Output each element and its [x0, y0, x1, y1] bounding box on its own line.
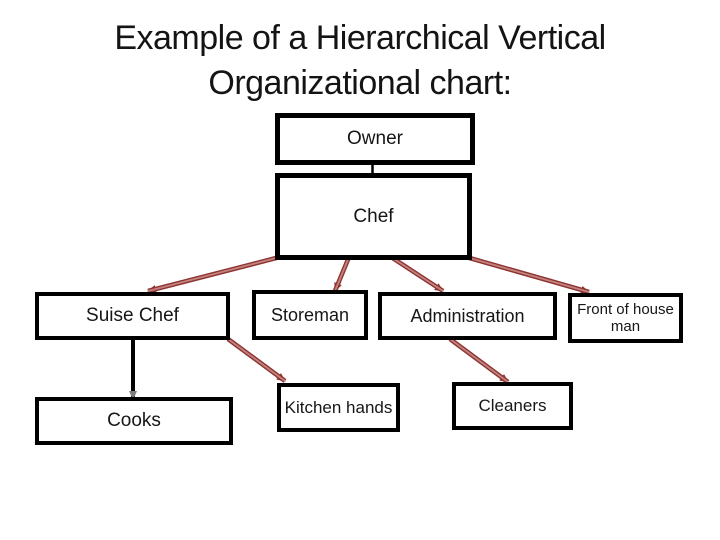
connector-chef-suise-chef: [147, 254, 281, 294]
org-node-cleaners: Cleaners: [452, 382, 573, 430]
title-line-1: Example of a Hierarchical Vertical: [114, 19, 606, 57]
org-node-owner: Owner: [275, 113, 475, 165]
title-line-2: Organizational chart:: [208, 64, 512, 102]
org-node-kitchen-hands: Kitchen hands: [277, 383, 400, 432]
org-node-suise-chef: Suise Chef: [35, 292, 230, 340]
connector-chef-front-of-house: [465, 254, 590, 295]
org-node-chef-label: Chef: [353, 205, 394, 227]
org-node-owner-label: Owner: [347, 128, 403, 150]
connector-chef-storeman: [332, 256, 352, 292]
connector-administration-cleaners: [448, 337, 510, 384]
org-node-storeman-label: Storeman: [270, 304, 350, 325]
org-node-front-of-house-man: Front of house man: [568, 293, 683, 343]
connector-suise-chef-kitchen-hands: [226, 337, 287, 383]
org-node-kitchen-hands-label: Kitchen hands: [284, 397, 393, 417]
org-node-administration-label: Administration: [410, 305, 525, 326]
org-node-cleaners-label: Cleaners: [478, 396, 547, 416]
org-node-storeman: Storeman: [252, 290, 368, 340]
org-node-cooks: Cooks: [35, 397, 233, 445]
connector-chef-administration: [389, 255, 445, 293]
org-node-administration: Administration: [378, 292, 557, 340]
org-node-front-of-house-man-label: Front of house man: [577, 300, 674, 335]
org-node-suise-chef-label: Suise Chef: [86, 305, 179, 327]
org-node-cooks-label: Cooks: [107, 410, 161, 432]
slide-title: Example of a Hierarchical Vertical Organ…: [0, 16, 720, 106]
org-node-chef: Chef: [275, 173, 472, 260]
